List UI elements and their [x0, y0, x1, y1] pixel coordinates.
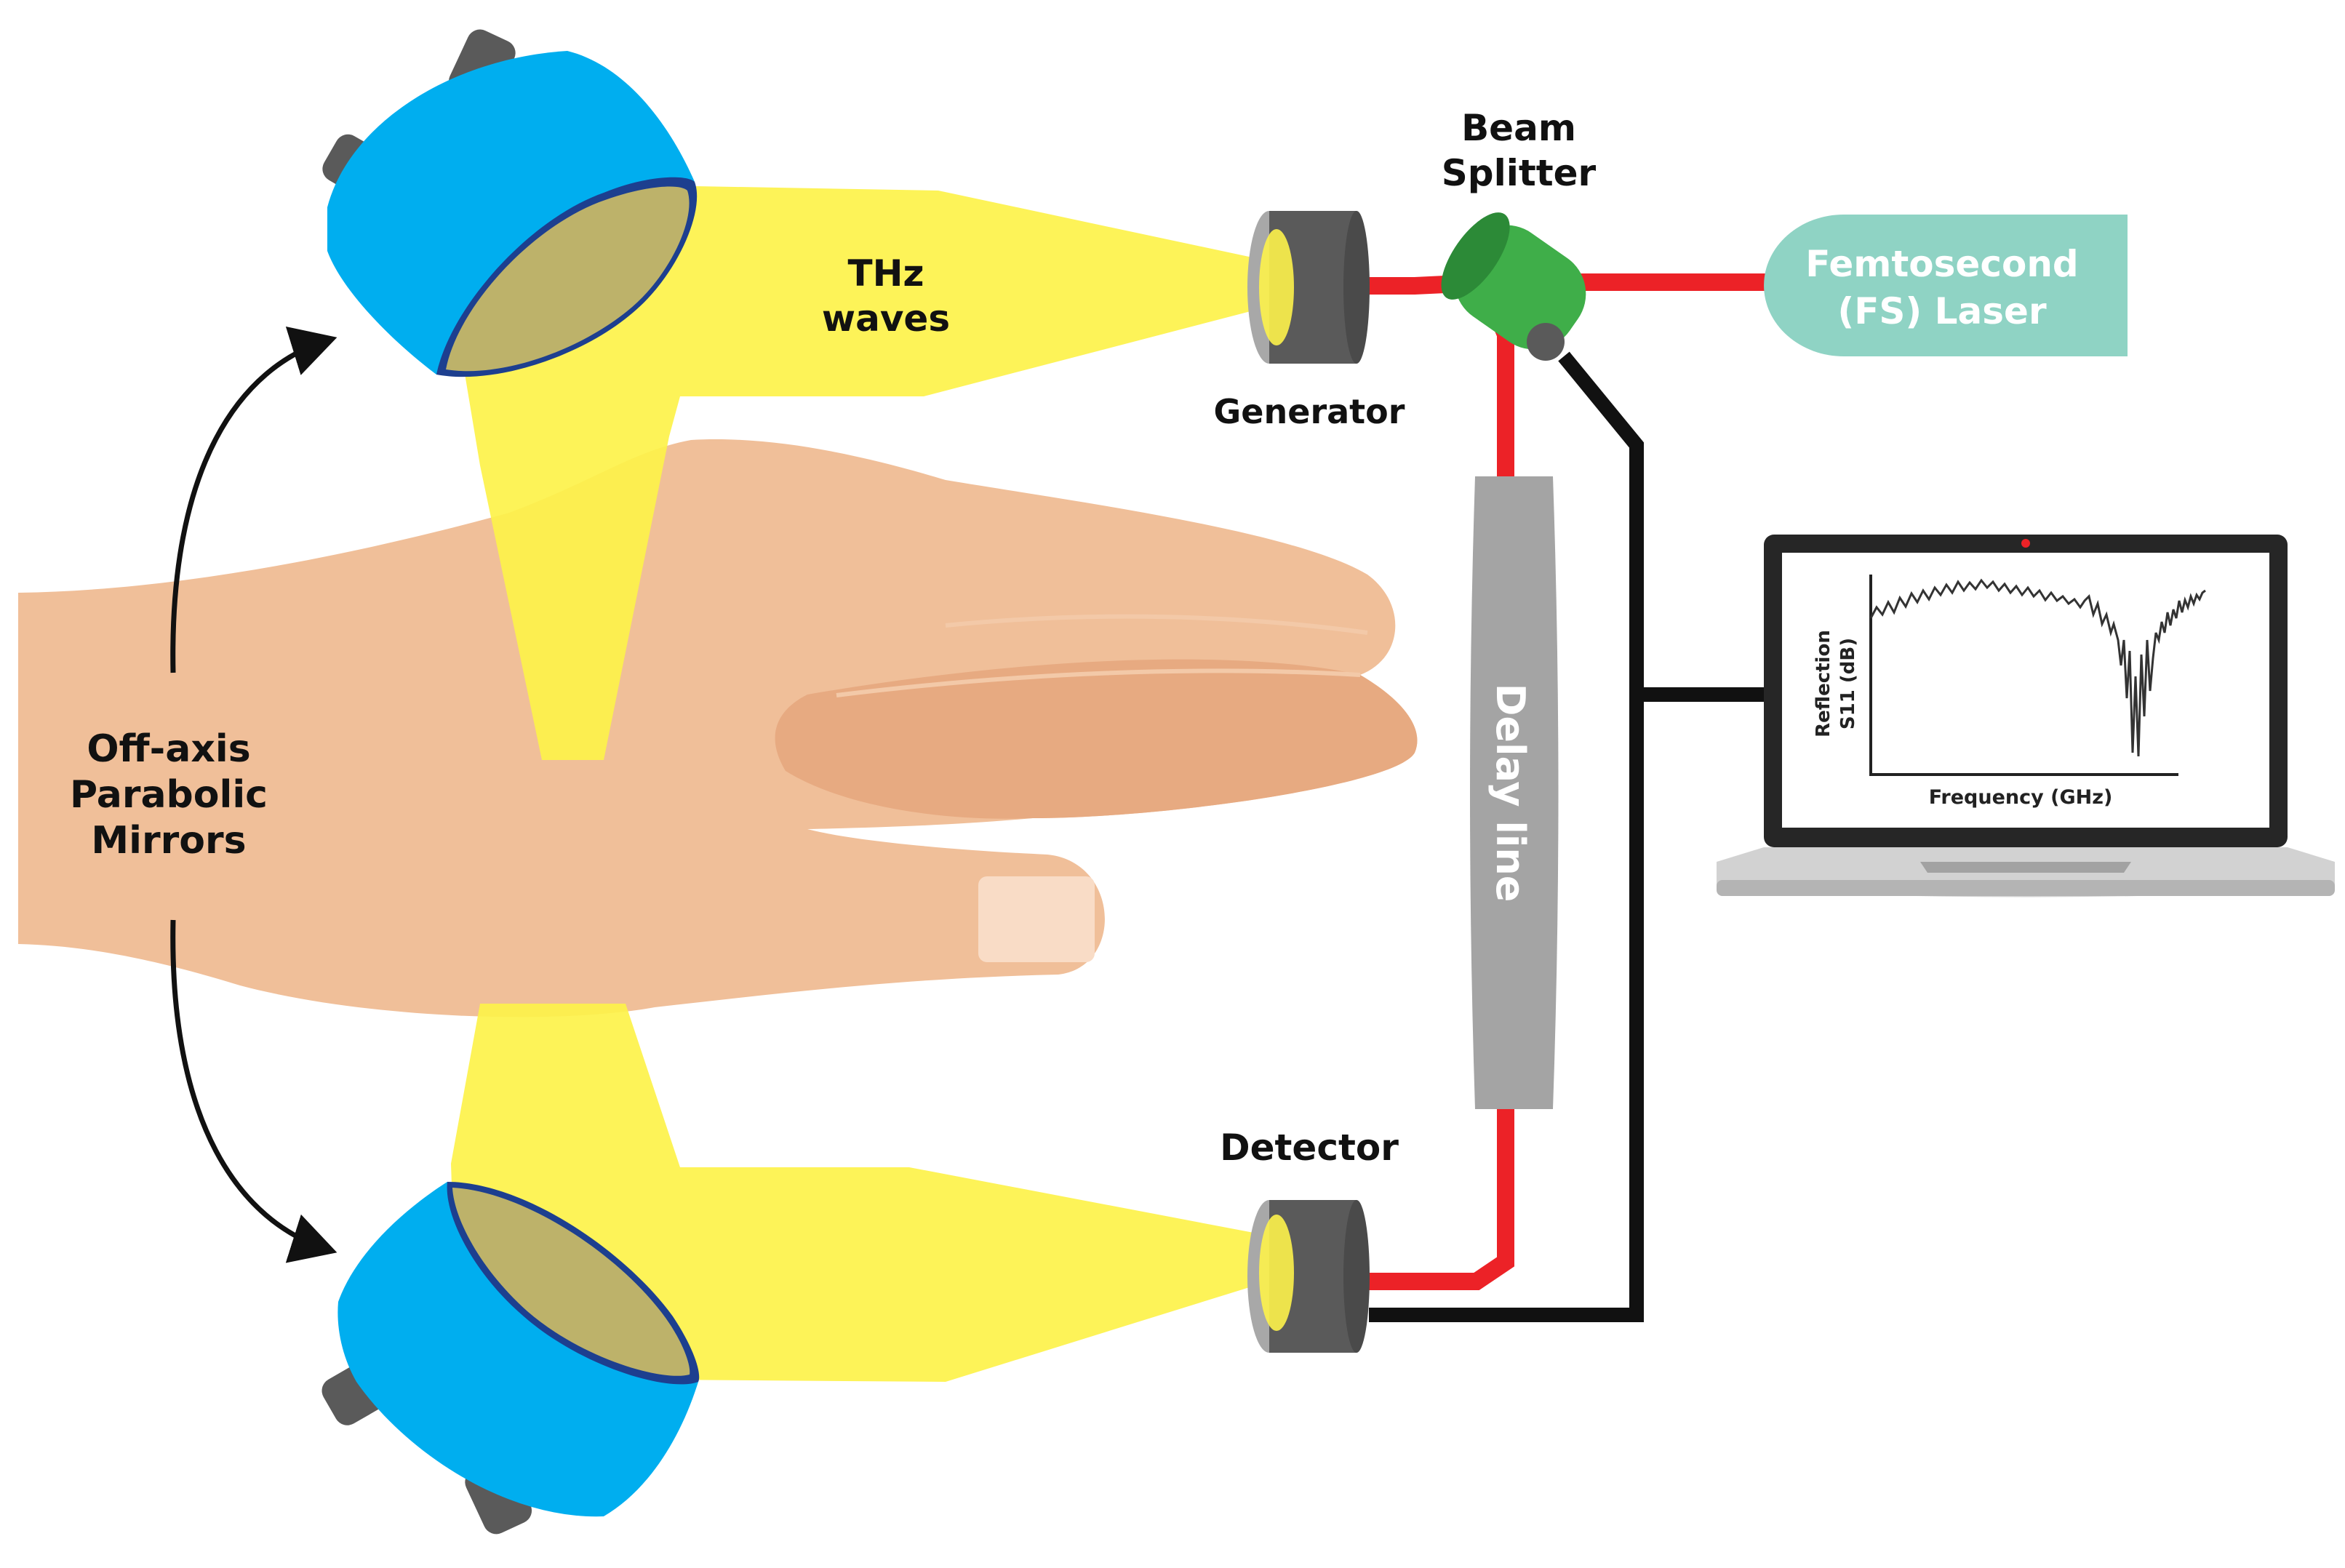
detector-label: Detector [1220, 1127, 1399, 1169]
delay-line-label: Delay line [1487, 684, 1533, 903]
hand [18, 439, 1418, 1017]
laptop: Frequency (GHz) Reflection S11 (dB) [1717, 535, 2335, 897]
mirrors-label-line3: Mirrors [91, 819, 246, 863]
plot-ylabel-line2: S11 (dB) [1837, 638, 1859, 729]
beam-splitter-label-line1: Beam [1461, 107, 1576, 149]
reflection-plot: Frequency (GHz) Reflection S11 (dB) [1813, 575, 2206, 809]
laptop-screen [1782, 553, 2269, 828]
laser-label-line2: (FS) Laser [1837, 290, 2047, 332]
generator-label: Generator [1214, 392, 1405, 431]
plot-xlabel: Frequency (GHz) [1929, 786, 2113, 809]
delay-line: Delay line [1470, 476, 1559, 1109]
laser-label-line1: Femtosecond [1805, 243, 2078, 285]
mirrors-label-line1: Off-axis [87, 727, 250, 771]
beam-splitter [1441, 212, 1586, 361]
thumbnail [978, 876, 1095, 962]
signal-cables [1369, 351, 1775, 1322]
femtosecond-laser: Femtosecond (FS) Laser [1764, 215, 2128, 356]
webcam-light [2021, 539, 2030, 548]
top-parabolic-mirror [322, 29, 698, 377]
plot-ylabel-line1: Reflection [1813, 630, 1834, 737]
mirrors-label-line2: Parabolic [70, 773, 268, 817]
beam-splitter-label-line2: Splitter [1442, 152, 1597, 194]
arrow-down-icon [170, 919, 337, 1263]
thz-label-line2: waves [822, 297, 950, 340]
trackpad [1920, 862, 2131, 873]
bottom-parabolic-mirror [321, 1182, 700, 1535]
text-labels: THz waves Generator Detector Beam Splitt… [70, 107, 1597, 1169]
laser-beams [1369, 273, 1782, 1290]
s11-trace [1869, 578, 2206, 757]
thz-label-line1: THz [847, 252, 924, 295]
thz-beams [436, 182, 1273, 1382]
detector [1247, 1200, 1370, 1353]
mirror-arrows [170, 327, 337, 1263]
generator [1247, 211, 1370, 364]
arrow-up-icon [170, 327, 337, 673]
